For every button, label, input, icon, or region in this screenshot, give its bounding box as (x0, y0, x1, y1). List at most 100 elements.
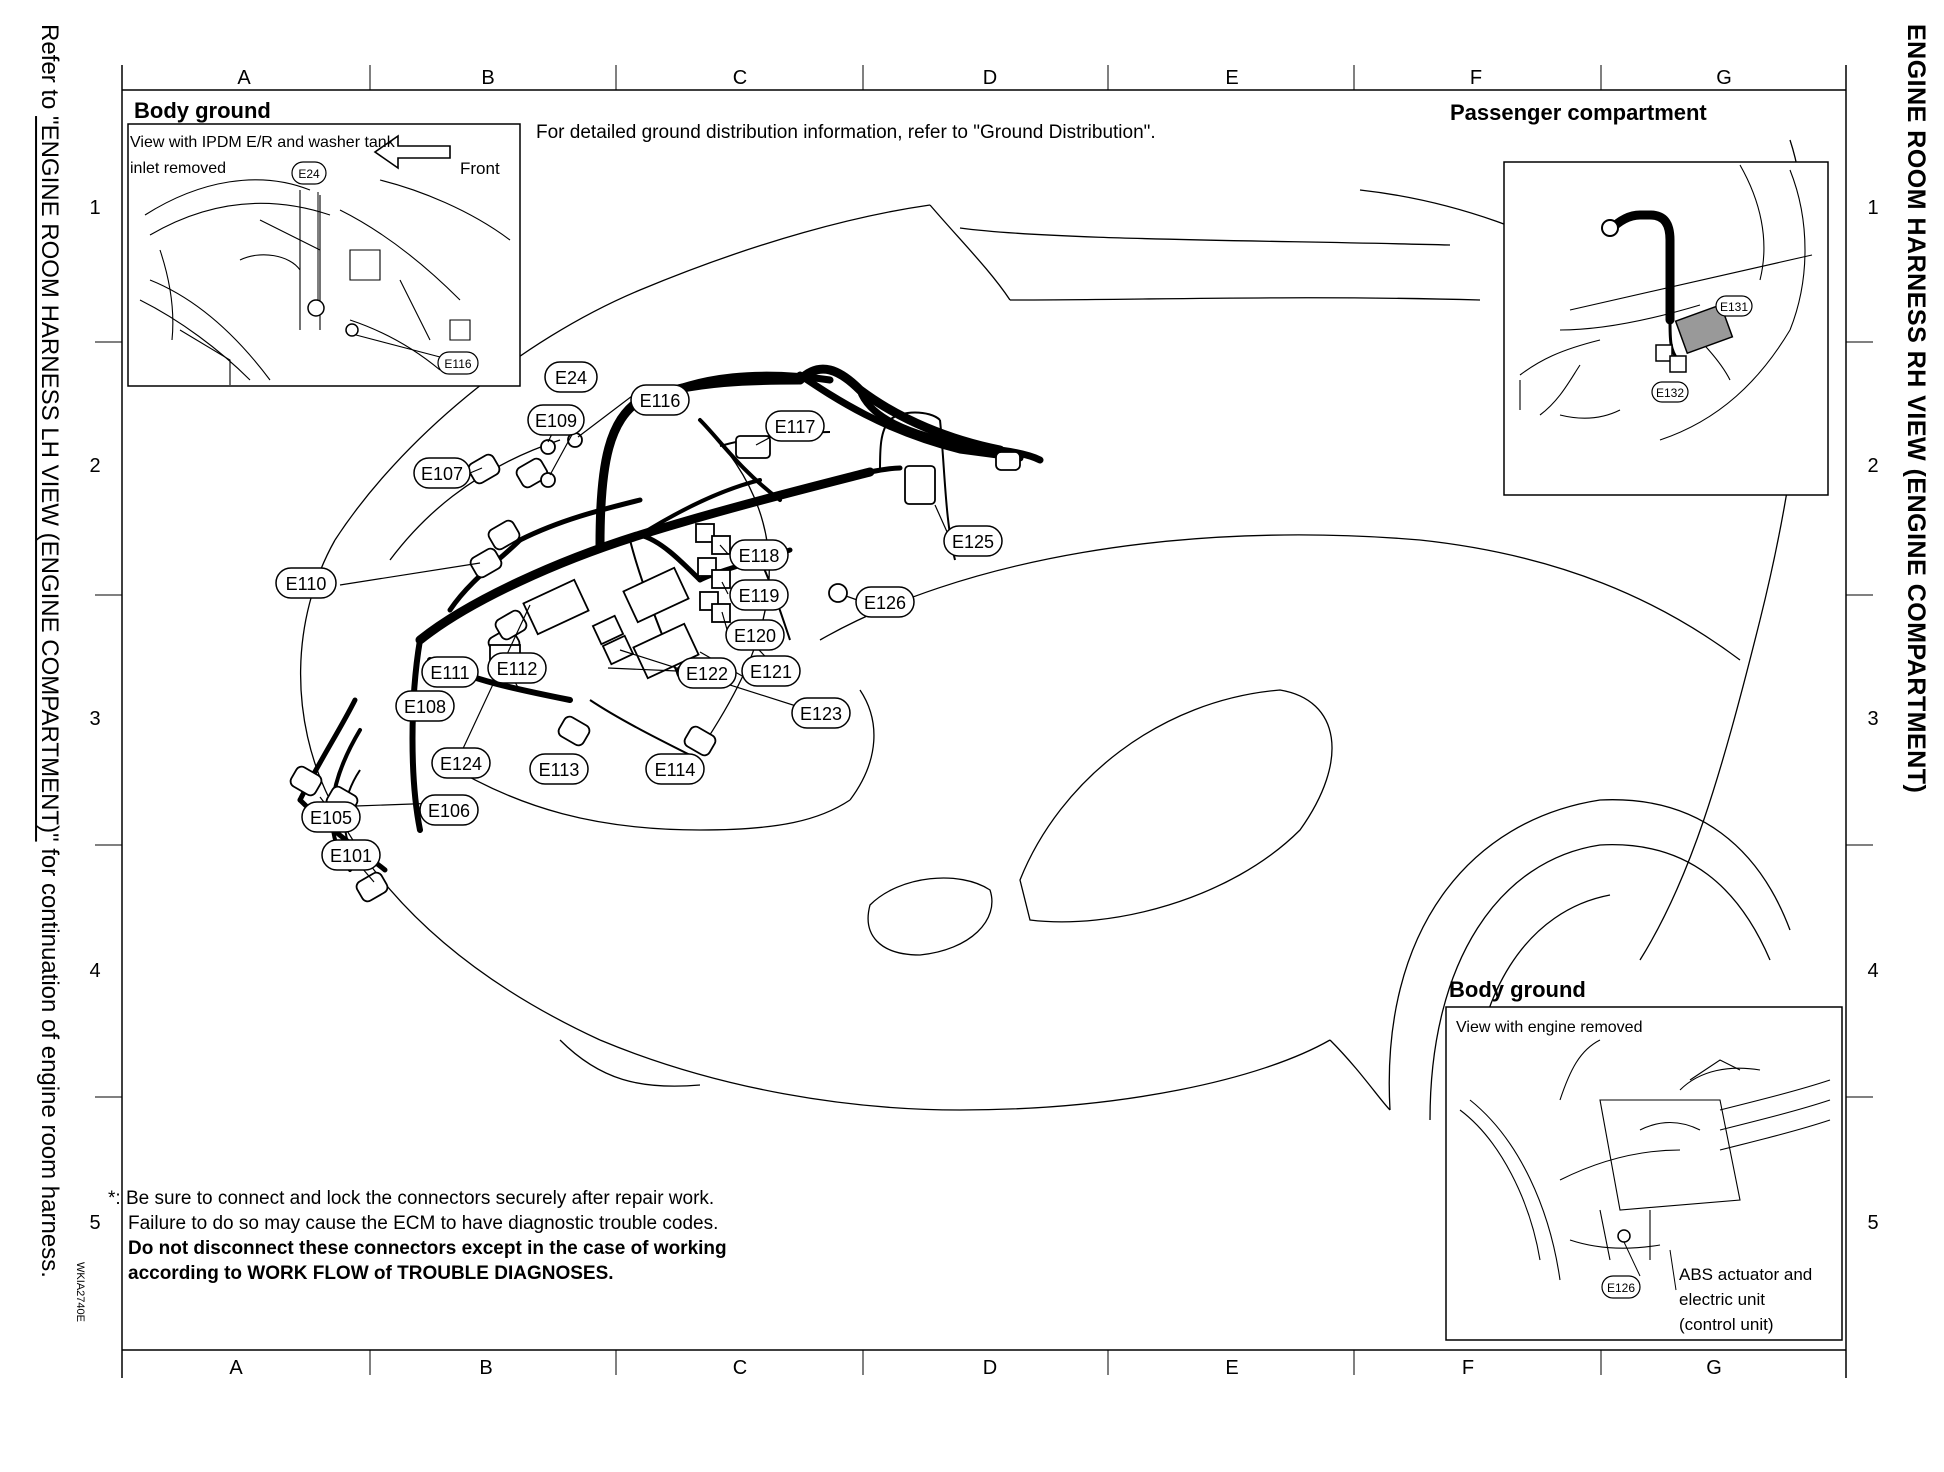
col-label-b-top: B (481, 67, 494, 89)
inset-bottom-callout-e126: E126 (1607, 1281, 1635, 1295)
footnote-line2: Failure to do so may cause the ECM to ha… (128, 1213, 719, 1234)
inset-top-title: Body ground (134, 98, 271, 123)
svg-text:E126: E126 (864, 593, 906, 613)
callout-e108: E108 (395, 690, 455, 722)
svg-text:E113: E113 (539, 760, 580, 780)
ground-distribution-note: For detailed ground distribution informa… (536, 122, 1156, 143)
inset-top-callout-e24: E24 (298, 167, 320, 181)
row-label-4-right: 4 (1867, 960, 1878, 982)
row-label-2-left: 2 (89, 455, 100, 477)
col-label-a-top: A (237, 67, 251, 89)
row-label-1-left: 1 (89, 197, 100, 219)
row-label-2-right: 2 (1867, 455, 1878, 477)
row-label-3-right: 3 (1867, 708, 1878, 730)
col-label-a-bottom: A (229, 1357, 243, 1379)
col-label-b-bottom: B (479, 1357, 492, 1379)
svg-text:E116: E116 (640, 391, 681, 411)
inset-top-subtitle-line2: inlet removed (130, 160, 227, 177)
column-labels-top: A B C D E F G (237, 67, 1731, 89)
inset-passenger-callout-e131: E131 (1720, 300, 1748, 314)
svg-text:E110: E110 (286, 574, 327, 594)
callout-e106: E106 (419, 794, 479, 826)
abs-unit-label-line1: ABS actuator and (1679, 1265, 1813, 1284)
callout-e126: E126 (855, 586, 915, 618)
page-title: ENGINE ROOM HARNESS RH VIEW (ENGINE COMP… (1902, 24, 1930, 794)
inset-body-ground-top: E24 E116 (127, 123, 521, 387)
row-labels-right: 1 2 3 4 5 (1867, 197, 1878, 1234)
svg-text:E120: E120 (734, 626, 776, 646)
footnote-line3: Do not disconnect these connectors excep… (128, 1238, 727, 1259)
callout-e111: E111 (421, 656, 479, 688)
col-label-d-top: D (983, 67, 997, 89)
inset-body-ground-bottom-sketch (1459, 1039, 1831, 1281)
row-labels-left: 1 2 3 4 5 (89, 197, 100, 1234)
svg-text:E24: E24 (555, 368, 587, 388)
col-label-f-top: F (1470, 67, 1482, 89)
callout-e120: E120 (725, 619, 785, 651)
footnote-line4: according to WORK FLOW of TROUBLE DIAGNO… (128, 1263, 614, 1284)
callout-e110: E110 (275, 567, 337, 599)
svg-text:E118: E118 (739, 546, 780, 566)
svg-text:E117: E117 (775, 417, 816, 437)
inset-bottom-subtitle: View with engine removed (1456, 1019, 1643, 1036)
row-label-5-left: 5 (89, 1212, 100, 1234)
grid-frame (95, 65, 1873, 1378)
connector-callouts: E24 E109 E116 E107 E117 E125 E110 E118 E… (275, 361, 1003, 871)
front-arrow-icon (373, 134, 451, 170)
continuation-reference-link[interactable]: "ENGINE ROOM HARNESS LH VIEW (ENGINE COM… (36, 116, 63, 842)
continuation-note-suffix: for continuation of engine room harness. (36, 841, 63, 1278)
callout-e118: E118 (729, 539, 789, 571)
svg-text:E123: E123 (800, 704, 842, 724)
callout-e123: E123 (791, 697, 851, 729)
continuation-note-prefix: Refer to (36, 24, 63, 117)
col-label-g-bottom: G (1706, 1357, 1722, 1379)
callout-e109: E109 (527, 404, 585, 436)
svg-text:E101: E101 (330, 846, 372, 866)
callout-e114: E114 (645, 753, 705, 785)
connector-shapes (289, 432, 1021, 903)
column-labels-bottom: A B C D E F G (229, 1357, 1721, 1379)
callout-e105: E105 (301, 801, 361, 833)
svg-text:E119: E119 (739, 586, 780, 606)
wiring-harness (297, 364, 1044, 873)
row-label-1-right: 1 (1867, 197, 1878, 219)
col-label-e-bottom: E (1225, 1357, 1238, 1379)
abs-unit-label-line2: electric unit (1679, 1290, 1765, 1309)
callout-e117: E117 (765, 410, 825, 442)
inset-bottom-title: Body ground (1449, 977, 1586, 1002)
footnote: *: Be sure to connect and lock the conne… (108, 1186, 727, 1286)
continuation-note: Refer to "ENGINE ROOM HARNESS LH VIEW (E… (6, 24, 63, 1334)
svg-text:E106: E106 (428, 801, 470, 821)
inset-top-callout-e116: E116 (444, 357, 471, 371)
row-label-3-left: 3 (89, 708, 100, 730)
callout-e24: E24 (544, 361, 598, 393)
col-label-d-bottom: D (983, 1357, 997, 1379)
inset-passenger-callout-e132: E132 (1656, 386, 1684, 400)
svg-text:E124: E124 (440, 754, 482, 774)
col-label-f-bottom: F (1462, 1357, 1474, 1379)
abs-unit-label-line3: (control unit) (1679, 1315, 1774, 1334)
callout-e101: E101 (321, 839, 381, 871)
inset-top-subtitle-line1: View with IPDM E/R and washer tank (130, 134, 395, 151)
svg-text:E105: E105 (310, 808, 352, 828)
callout-e124: E124 (431, 747, 491, 779)
col-label-g-top: G (1716, 67, 1732, 89)
figure-code: WKIA2740E (74, 1262, 86, 1322)
svg-text:E108: E108 (404, 697, 446, 717)
callout-e113: E113 (529, 753, 589, 785)
inset-body-ground-bottom: E126 (1445, 1006, 1843, 1341)
col-label-e-top: E (1225, 67, 1238, 89)
callout-e125: E125 (943, 525, 1003, 557)
front-label: Front (460, 159, 500, 178)
col-label-c-top: C (733, 67, 747, 89)
svg-text:E107: E107 (421, 464, 463, 484)
inset-passenger-title: Passenger compartment (1450, 100, 1707, 125)
footnote-line1: *: Be sure to connect and lock the conne… (108, 1188, 715, 1209)
inset-passenger-compartment: E131 E132 (1503, 161, 1829, 496)
svg-text:E114: E114 (655, 760, 696, 780)
svg-text:E121: E121 (750, 662, 792, 682)
callout-e116: E116 (630, 384, 690, 416)
callout-e119: E119 (729, 579, 789, 611)
callout-e121: E121 (741, 655, 801, 687)
